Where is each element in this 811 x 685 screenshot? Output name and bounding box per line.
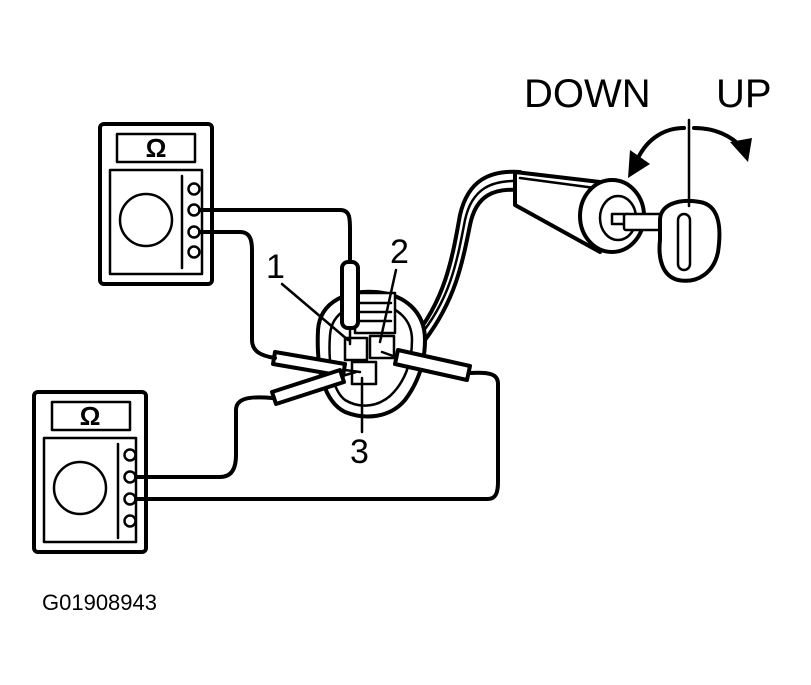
leader-terminal-1	[280, 282, 350, 342]
wire-harness	[410, 169, 522, 342]
ohmmeter-top-symbol: Ω	[146, 133, 167, 163]
figure-code: G01908943	[42, 590, 157, 615]
rotation-arrows	[628, 118, 752, 208]
ohmmeter-bottom-symbol: Ω	[80, 401, 101, 431]
label-terminal-2: 2	[390, 233, 409, 271]
arrow-up-head	[730, 138, 752, 162]
label-terminal-1: 1	[266, 248, 285, 286]
test-leads	[134, 208, 500, 501]
arrow-down-head	[628, 150, 650, 178]
label-up: UP	[716, 72, 772, 116]
probe-right	[380, 348, 472, 382]
probe-top-vertical	[340, 260, 360, 346]
ohmmeter-top-jacks	[187, 182, 201, 259]
arrow-down-rotation	[636, 126, 686, 160]
label-terminal-3: 3	[350, 433, 369, 471]
ohmmeter-bottom-dial	[52, 460, 108, 516]
ohmmeter-top: Ω	[98, 122, 214, 286]
label-down: DOWN	[524, 72, 651, 116]
ohmmeter-top-dial	[118, 192, 174, 248]
leader-terminal-2	[378, 268, 398, 344]
ignition-key	[622, 199, 722, 283]
probe-left-lower	[270, 368, 358, 406]
ohmmeter-bottom: Ω	[32, 390, 148, 554]
ignition-key-cylinder	[513, 170, 646, 254]
